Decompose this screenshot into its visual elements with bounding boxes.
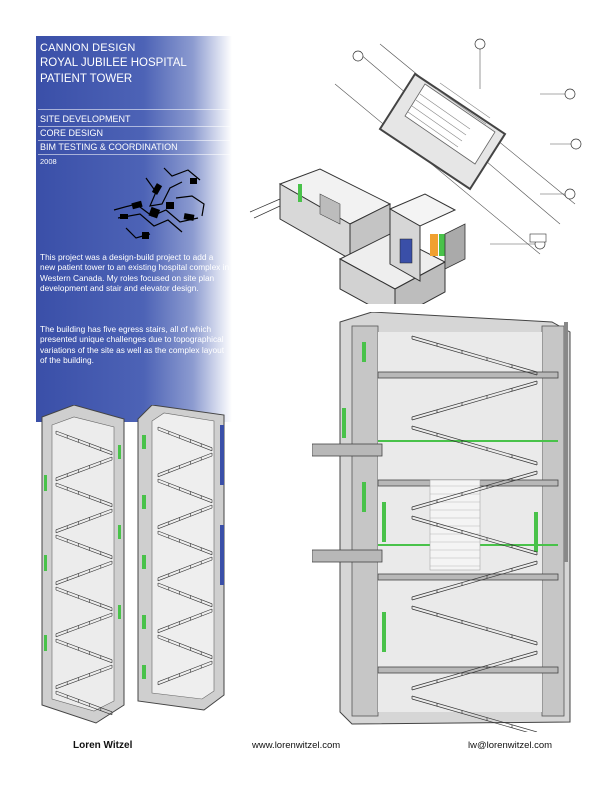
stair-line — [411, 473, 538, 511]
stair-line — [411, 425, 538, 463]
stair-line — [411, 335, 538, 373]
stair-line — [157, 533, 213, 556]
stair-line — [411, 470, 538, 508]
stair-section-large — [312, 312, 571, 732]
stair-line — [157, 585, 213, 608]
stair-line — [411, 428, 538, 466]
stair-line — [55, 586, 113, 609]
stair-line — [157, 611, 213, 634]
stair-line — [157, 582, 213, 605]
stair-line — [157, 660, 213, 683]
stair-line — [55, 456, 113, 479]
stair-line — [411, 563, 538, 601]
stair-line — [411, 608, 538, 646]
author-name: Loren Witzel — [73, 740, 133, 751]
stair-line — [411, 695, 538, 732]
scope-item-core-design: CORE DESIGN — [40, 128, 104, 138]
project-title-line2: PATIENT TOWER — [40, 73, 133, 85]
project-year: 2008 — [40, 157, 57, 166]
stair-line — [411, 698, 528, 732]
stair-line — [55, 508, 113, 531]
stair-line — [157, 429, 213, 452]
stair-line — [157, 559, 213, 582]
email-link[interactable]: lw@lorenwitzel.com — [468, 740, 553, 751]
stair-line — [411, 605, 538, 643]
stair-line — [55, 430, 113, 453]
stair-tower-sections — [41, 405, 225, 724]
stair-line — [55, 589, 113, 612]
stair-line — [55, 612, 113, 635]
stair-line — [55, 690, 113, 713]
stair-line — [157, 530, 213, 553]
stair-line — [157, 481, 213, 504]
project-info-panel: CANNON DESIGN ROYAL JUBILEE HOSPITAL PAT… — [36, 36, 232, 422]
stair-line — [411, 653, 538, 691]
stair-line — [411, 338, 538, 376]
stair-line — [411, 650, 538, 688]
stair-line — [157, 455, 213, 478]
stair-line — [55, 560, 113, 583]
stair-line — [157, 452, 213, 475]
scope-item-bim: BIM TESTING & COORDINATION — [40, 142, 178, 152]
stair-line — [55, 433, 113, 456]
divider — [38, 140, 230, 141]
stair-line — [55, 485, 113, 508]
site-plan-diagram — [113, 167, 205, 239]
website-link[interactable]: www.lorenwitzel.com — [252, 740, 341, 751]
stair-line — [55, 534, 113, 557]
description-paragraph-2: The building has five egress stairs, all… — [40, 324, 225, 366]
stair-line — [411, 380, 538, 418]
stair-line — [157, 608, 213, 631]
stair-line — [411, 383, 538, 421]
stair-line — [55, 482, 113, 505]
stair-line — [55, 693, 113, 716]
divider — [38, 109, 230, 110]
firm-name: CANNON DESIGN — [40, 42, 136, 54]
stair-line — [55, 459, 113, 482]
stair-line — [55, 641, 113, 664]
stair-line — [55, 667, 113, 690]
stair-line — [411, 515, 538, 553]
stair-plan-axonometric — [249, 38, 582, 304]
stair-line — [157, 478, 213, 501]
stair-line — [55, 537, 113, 560]
stair-line — [411, 518, 538, 556]
stair-line — [157, 504, 213, 527]
stair-line — [55, 664, 113, 687]
project-title-line1: ROYAL JUBILEE HOSPITAL — [40, 57, 187, 69]
divider — [38, 154, 230, 155]
stair-line — [157, 507, 213, 530]
scope-item-site-development: SITE DEVELOPMENT — [40, 114, 131, 124]
stair-line — [157, 663, 213, 686]
stair-line — [55, 615, 113, 638]
description-paragraph-1: This project was a design-build project … — [40, 252, 230, 294]
stair-line — [55, 511, 113, 534]
stair-line — [411, 560, 538, 598]
stair-line — [157, 634, 213, 657]
stair-line — [55, 638, 113, 661]
stair-line — [55, 563, 113, 586]
stair-line — [157, 637, 213, 660]
stair-line — [157, 426, 213, 449]
divider — [38, 126, 230, 127]
stair-line — [157, 556, 213, 579]
